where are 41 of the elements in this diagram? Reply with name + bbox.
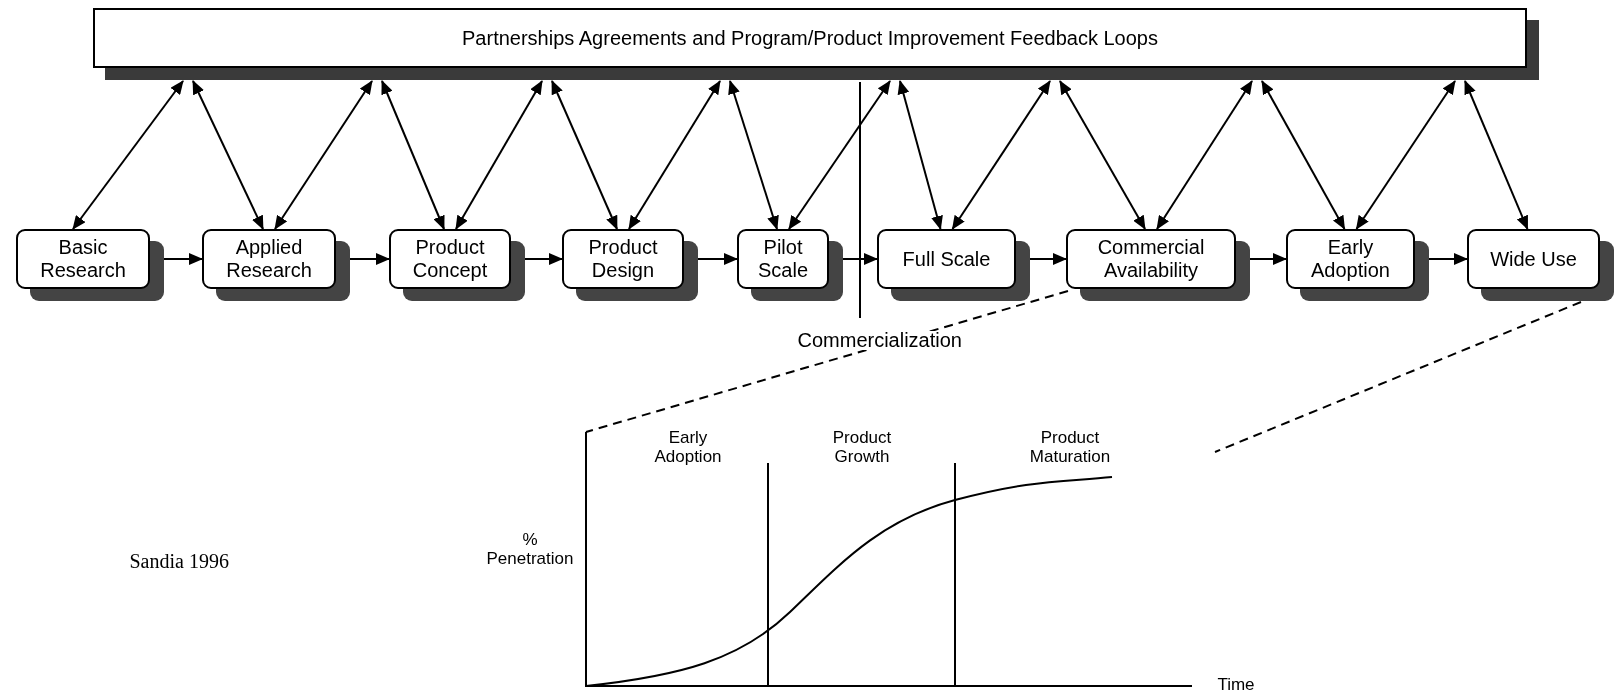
arrow [1428, 253, 1468, 265]
arrow [524, 253, 563, 265]
arrow [1156, 80, 1253, 230]
phase-label: Early Adoption [653, 428, 723, 466]
box-label: Product Design [587, 236, 659, 282]
box-label: Commercial Availability [1096, 236, 1206, 282]
arrow [697, 253, 738, 265]
arrow [897, 80, 943, 230]
axis-label: % Penetration [485, 530, 575, 568]
arrow [192, 80, 264, 230]
arrow [1355, 80, 1456, 230]
arrow [274, 80, 373, 230]
box-label: Product Concept [411, 236, 489, 282]
arrow [628, 80, 721, 230]
box-label: Early Adoption [1310, 236, 1391, 282]
box-label: Pilot Scale [757, 236, 809, 282]
arrow [163, 253, 203, 265]
bar-title: Partnerships Agreements and Program/Product Improvement Feedback Loops [462, 26, 1158, 50]
arrow [1261, 80, 1346, 230]
box-label: Applied Research [225, 236, 313, 282]
arrow [349, 253, 390, 265]
arrow [1249, 253, 1287, 265]
arrow [1029, 253, 1067, 265]
arrow [728, 80, 779, 230]
arrow [72, 80, 184, 230]
arrow [1059, 80, 1146, 230]
arrow [551, 80, 618, 230]
arrow [842, 253, 878, 265]
arrow [1464, 80, 1529, 230]
divider-label: Commercialization [797, 331, 962, 350]
box-label: Basic Research [39, 236, 127, 282]
arrow [788, 80, 891, 230]
axis-label: Time [1216, 675, 1256, 692]
phase-label: Product Growth [831, 428, 893, 466]
arrow [381, 80, 445, 230]
phase-label: Product Maturation [1028, 428, 1112, 466]
arrow [455, 80, 543, 230]
source-note: Sandia 1996 [129, 552, 229, 571]
arrow [951, 80, 1051, 230]
box-label: Full Scale [902, 247, 991, 271]
box-label: Wide Use [1490, 247, 1577, 271]
